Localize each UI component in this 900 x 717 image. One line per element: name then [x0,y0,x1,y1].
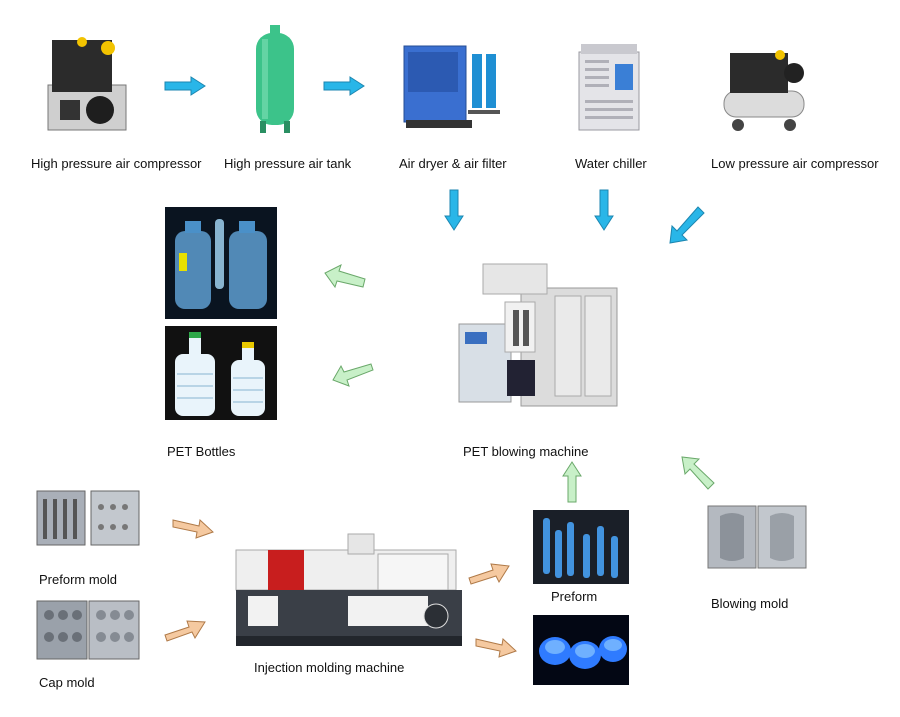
arrow-lp-compressor-diag [669,206,705,244]
arrow-compressor-to-tank [164,76,206,96]
hp-compressor-image [30,30,140,135]
hp-tank-image [250,25,300,135]
arrow-injection-to-preform [468,563,510,585]
arrow-machine-to-bottles-1 [324,264,366,289]
arrow-injection-to-caps [475,638,517,658]
chiller-image [575,40,645,135]
pet-bottles-image-2 [165,326,277,420]
preform-label: Preform [551,589,598,604]
dryer-image [398,40,503,135]
blowing-machine-image [455,262,623,414]
hp-tank-label: High pressure air tank [224,156,352,171]
blowing-mold-image [706,502,808,572]
pet-bottles-image-1 [165,207,277,319]
arrow-machine-to-bottles-2 [332,363,374,387]
arrow-cap-mold-to-injection [164,620,206,642]
preform-image [533,510,629,584]
arrow-preform-up [562,461,582,503]
arrow-blowing-mold-diag [681,456,715,490]
cap-mold-label: Cap mold [39,675,95,690]
caps-image [533,615,629,685]
arrow-dryer-down [444,189,464,231]
injection-machine-image [228,530,466,648]
lp-compressor-image [718,45,813,135]
preform-mold-image [35,487,141,549]
injection-machine-label: Injection molding machine [254,660,405,675]
lp-compressor-label: Low pressure air compressor [711,156,879,171]
preform-mold-label: Preform mold [39,572,118,587]
arrow-tank-to-dryer [323,76,365,96]
cap-mold-image [35,597,141,663]
blowing-machine-label: PET blowing machine [463,444,589,459]
pet-bottles-label: PET Bottles [167,444,236,459]
dryer-label: Air dryer & air filter [399,156,507,171]
arrow-preform-mold-to-injection [172,519,214,539]
arrow-chiller-down [594,189,614,231]
blowing-mold-label: Blowing mold [711,596,789,611]
chiller-label: Water chiller [575,156,647,171]
hp-compressor-label: High pressure air compressor [31,156,202,171]
